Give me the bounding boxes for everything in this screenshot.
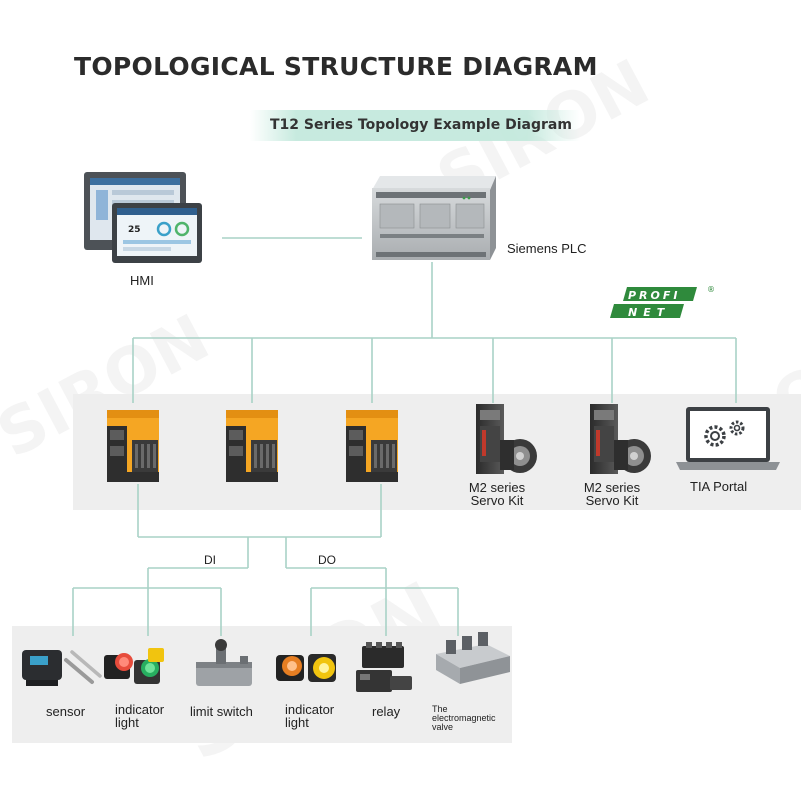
network-devices-band — [73, 394, 801, 510]
relay-label: relay — [372, 704, 401, 719]
limit-switch-icon — [196, 639, 252, 686]
diagram-subtitle: T12 Series Topology Example Diagram — [270, 117, 572, 133]
profinet-logo: PROFI NET ® — [610, 285, 715, 319]
subtitle-banner — [250, 110, 580, 141]
hmi-touchscreen-icon: 25 — [84, 172, 202, 263]
indicator-light-icon — [104, 648, 164, 684]
di-branch-label: DI — [204, 553, 216, 567]
relay-icon — [356, 642, 412, 692]
svg-text:NET: NET — [628, 306, 670, 319]
servo-kit-icon — [476, 404, 537, 474]
solenoid-valve-icon — [436, 632, 510, 684]
svg-text:25: 25 — [128, 225, 141, 235]
tia-portal-label: TIA Portal — [690, 479, 748, 494]
io-module-icon — [346, 410, 398, 482]
do-branch-label: DO — [318, 553, 336, 567]
connector-lines — [72, 237, 737, 636]
servo-kit-icon — [590, 404, 651, 474]
diagram-title: TOPOLOGICAL STRUCTURE DIAGRAM — [74, 52, 598, 81]
plc-label: Siemens PLC — [507, 241, 587, 256]
io-module-icon — [226, 410, 278, 482]
field-devices-band — [12, 626, 512, 743]
limit-switch-label: limit switch — [190, 704, 253, 719]
sensor-label: sensor — [46, 704, 86, 719]
indicator-light-icon — [276, 654, 336, 682]
plc-controller-icon — [372, 176, 496, 260]
hmi-label: HMI — [130, 273, 154, 288]
io-module-icon — [107, 410, 159, 482]
sensor-icon — [22, 650, 102, 686]
svg-text:PROFI: PROFI — [628, 289, 681, 302]
svg-text:®: ® — [707, 285, 715, 294]
laptop-gears-icon — [676, 407, 780, 470]
